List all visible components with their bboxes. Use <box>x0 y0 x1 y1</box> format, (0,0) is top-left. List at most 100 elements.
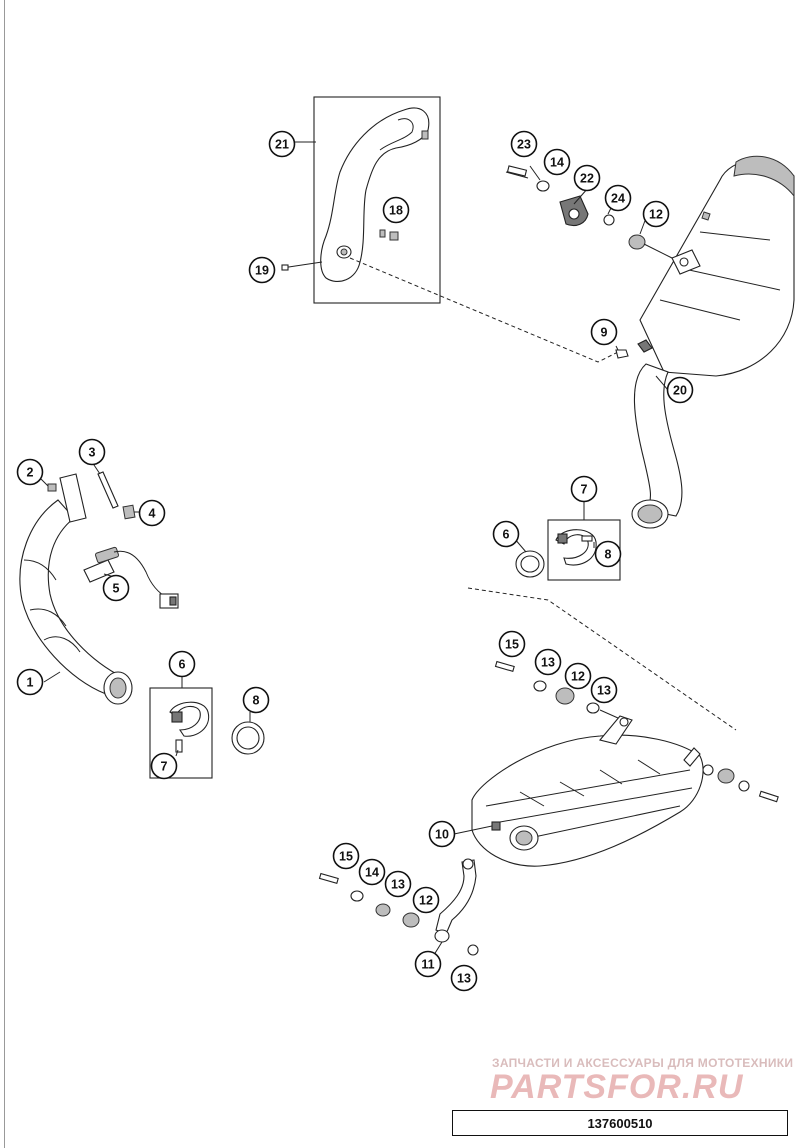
pre-silencer-hanger-bracket <box>435 859 477 935</box>
callout-12: 12 <box>412 886 440 914</box>
spacer <box>389 231 399 241</box>
pre-silencer-bracket-right <box>683 747 701 767</box>
callout-7: 7 <box>150 752 178 780</box>
rubber-bush <box>375 903 391 917</box>
silencer-end-cap <box>733 155 795 198</box>
clamp-group-box-left <box>149 687 213 779</box>
callout-number: 12 <box>419 894 433 908</box>
document-number-box: 137600510 <box>452 1110 788 1136</box>
rubber-bush <box>402 912 420 928</box>
callout-number: 3 <box>89 446 96 460</box>
callout-number: 21 <box>275 138 289 152</box>
washer <box>738 780 750 792</box>
callout-15: 15 <box>498 630 526 658</box>
callout-11: 11 <box>414 950 442 978</box>
callout-9: 9 <box>590 318 618 346</box>
callout-number: 6 <box>503 528 510 542</box>
callout-21: 21 <box>268 130 296 158</box>
callout-13: 13 <box>590 676 618 704</box>
callout-8: 8 <box>594 540 622 568</box>
clamp-nut <box>615 349 629 359</box>
bolt <box>506 165 528 177</box>
bolt <box>318 872 339 885</box>
callout-22: 22 <box>573 164 601 192</box>
callout-number: 13 <box>457 972 471 986</box>
washer <box>536 180 550 192</box>
callout-number: 14 <box>550 156 564 170</box>
callout-number: 6 <box>179 658 186 672</box>
callout-20: 20 <box>666 376 694 404</box>
callout-number: 13 <box>541 656 555 670</box>
washer <box>533 680 547 692</box>
callout-number: 1 <box>27 676 34 690</box>
callout-number: 20 <box>673 384 687 398</box>
document-number: 137600510 <box>587 1115 653 1131</box>
callout-number: 10 <box>435 828 449 842</box>
callout-number: 24 <box>611 192 625 206</box>
callout-19: 19 <box>248 256 276 284</box>
callout-12: 12 <box>564 662 592 690</box>
callout-6: 6 <box>168 650 196 678</box>
callout-number: 23 <box>517 138 531 152</box>
callout-7: 7 <box>570 475 598 503</box>
heat-shield-group-box <box>313 96 441 304</box>
callout-18: 18 <box>382 196 410 224</box>
callout-12: 12 <box>642 200 670 228</box>
callout-number: 4 <box>149 507 156 521</box>
callout-2: 2 <box>16 458 44 486</box>
callout-13: 13 <box>384 870 412 898</box>
callout-number: 18 <box>389 204 403 218</box>
page-edge-line <box>4 0 5 1148</box>
callout-24: 24 <box>604 184 632 212</box>
callout-number: 8 <box>253 694 260 708</box>
clamp-bolt <box>175 739 183 753</box>
washer <box>586 702 600 714</box>
heat-shield <box>320 107 430 282</box>
exhaust-clamp <box>169 701 210 737</box>
silencer-link-pipe <box>633 363 683 517</box>
callout-number: 15 <box>339 850 353 864</box>
callout-3: 3 <box>78 438 106 466</box>
callout-number: 22 <box>580 172 594 186</box>
sleeve <box>122 504 136 520</box>
bolt <box>494 660 515 673</box>
callout-number: 7 <box>161 760 168 774</box>
callout-number: 8 <box>605 548 612 562</box>
lambda-sensor <box>83 559 115 583</box>
callout-15: 15 <box>332 842 360 870</box>
rubber-bush <box>628 234 646 250</box>
flange-nut <box>47 483 57 492</box>
callout-number: 14 <box>365 866 379 880</box>
callout-23: 23 <box>510 130 538 158</box>
washer <box>350 890 364 902</box>
callout-number: 15 <box>505 638 519 652</box>
callout-number: 5 <box>113 582 120 596</box>
callout-14: 14 <box>358 858 386 886</box>
callout-8: 8 <box>242 686 270 714</box>
callout-6: 6 <box>492 520 520 548</box>
watermark-logo: PARTSFOR.RU <box>490 1068 744 1106</box>
callout-number: 11 <box>421 958 434 972</box>
callout-10: 10 <box>428 820 456 848</box>
callout-14: 14 <box>543 148 571 176</box>
header-flange <box>59 473 87 523</box>
rubber-bush <box>555 687 575 705</box>
callout-number: 19 <box>255 264 269 278</box>
callout-number: 13 <box>391 878 405 892</box>
washer <box>467 944 479 956</box>
callout-number: 12 <box>649 208 663 222</box>
callout-4: 4 <box>138 499 166 527</box>
callout-5: 5 <box>102 574 130 602</box>
callout-number: 12 <box>571 670 585 684</box>
callout-number: 7 <box>581 483 588 497</box>
spacer <box>421 130 429 140</box>
rubber-bush <box>717 768 735 784</box>
watermark-caption: ЗАПЧАСТИ И АКСЕССУАРЫ ДЛЯ МОТОТЕХНИКИ <box>492 1056 794 1070</box>
washer <box>603 214 615 226</box>
callout-number: 9 <box>601 326 608 340</box>
callout-13: 13 <box>534 648 562 676</box>
callout-number: 13 <box>597 684 611 698</box>
screw <box>281 264 289 271</box>
spacer <box>379 229 386 238</box>
gasket-strip <box>97 471 119 509</box>
